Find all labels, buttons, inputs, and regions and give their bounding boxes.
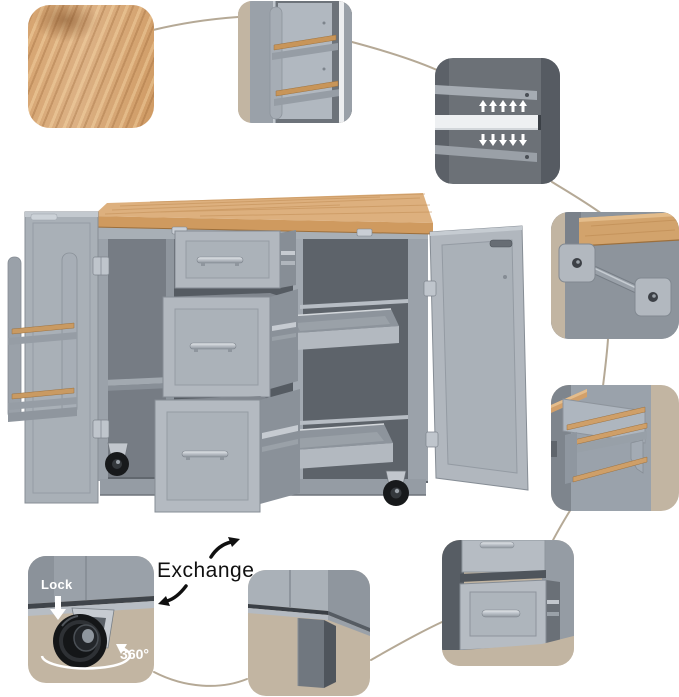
- callout-drawers: [442, 540, 574, 666]
- casters: [105, 442, 409, 506]
- callout-towel-bar: [551, 212, 679, 339]
- door-storage-rack: [7, 252, 78, 422]
- brand-sticker: [30, 213, 58, 221]
- wood-top: [92, 193, 434, 237]
- callout-spice-rack: [551, 385, 679, 511]
- drawer-handle: [189, 342, 237, 350]
- caster-wheel: [53, 607, 115, 668]
- door-hinge: [92, 256, 110, 439]
- callout-door-rack: [238, 1, 352, 123]
- up-arrows-icon: [479, 100, 527, 112]
- drop-leaf-hinge: [356, 228, 373, 237]
- exchange-swap-arrows-icon: [158, 537, 240, 606]
- callout-caster: Lock 360°: [28, 556, 154, 683]
- connector-lines: [152, 16, 609, 687]
- callout-wood-texture: [28, 5, 154, 128]
- callout-adjustable-shelf: [435, 58, 560, 184]
- rotation-degrees-label: 360°: [120, 646, 149, 662]
- right-door-open: [423, 225, 529, 491]
- lock-arrow-icon: [50, 596, 66, 620]
- pull-out-trays: [271, 299, 408, 470]
- left-door-open: [7, 211, 110, 504]
- door-latch: [489, 239, 513, 248]
- down-arrows-icon: [479, 134, 527, 146]
- callout-support-leg: [248, 570, 370, 696]
- drawer-handle: [181, 450, 229, 458]
- kitchen-cart-illustration: [7, 193, 529, 513]
- exchange-label: Exchange: [157, 559, 255, 582]
- drawers: [154, 230, 300, 513]
- drawer-handle: [196, 256, 244, 264]
- lock-label: Lock: [41, 577, 73, 592]
- door-hinge: [423, 280, 439, 448]
- rotation-arrow-icon: [40, 644, 132, 670]
